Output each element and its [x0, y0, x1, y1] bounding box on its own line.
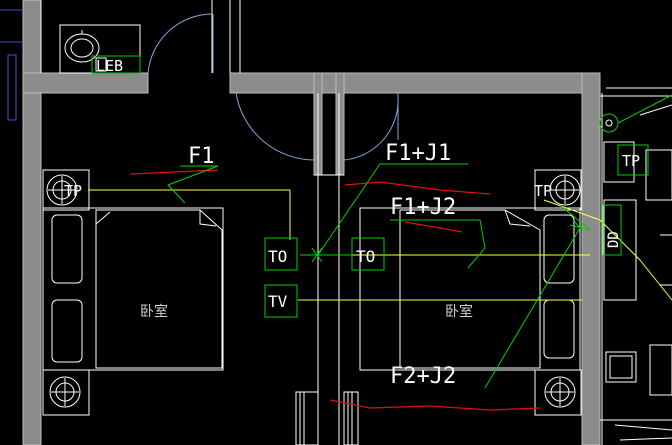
label-tp-right: TP [534, 182, 552, 200]
tp-far-right-box [617, 144, 649, 176]
left-nightstand-bottom [42, 369, 90, 416]
route-f1 [129, 169, 219, 175]
label-f1-j1: F1+J1 [385, 141, 451, 166]
door-swings [147, 13, 399, 161]
right-lamp-top [549, 174, 581, 206]
left-bed-cover [95, 209, 223, 369]
right-nightstand-top [534, 169, 582, 211]
label-to-left: TO [268, 247, 287, 266]
left-bed-frame [42, 207, 224, 371]
gas-circle-icon [599, 94, 672, 133]
to-left-box [264, 237, 298, 271]
left-lamp-bottom [49, 376, 81, 408]
label-dd: DD [606, 231, 622, 248]
left-lamp-top [46, 174, 78, 206]
route-f1-j2 [404, 221, 463, 233]
leb-label: LEB [96, 57, 123, 75]
door-arc-corridor [235, 92, 317, 161]
walls [22, 0, 601, 445]
right-nightstand-bottom [534, 369, 582, 416]
route-f1-j1 [344, 181, 491, 195]
right-lamp-bottom [544, 376, 576, 408]
leb-box [91, 55, 141, 74]
wall-top-horizontal-left [22, 72, 149, 94]
dd-box [602, 204, 622, 256]
left-bed-pillow-fold [95, 211, 111, 225]
leader-lines [167, 163, 591, 389]
label-to-right: TO [356, 247, 375, 266]
room-label-right: 卧室 [445, 303, 473, 320]
wall-top-horizontal-right [229, 72, 601, 94]
label-f1: F1 [188, 144, 215, 169]
leader-f1-j1 [317, 163, 468, 256]
cable-runs [88, 189, 672, 301]
wall-right-vertical [581, 72, 601, 445]
room-label-left: 卧室 [140, 303, 168, 320]
to-right-box [351, 237, 385, 271]
route-f2-j2 [329, 399, 541, 411]
route-marks [129, 169, 541, 411]
label-tv: TV [268, 292, 288, 311]
wall-left-vertical [22, 0, 42, 445]
left-bedroom-furniture [42, 169, 224, 416]
door-arc-top [147, 13, 214, 74]
leader-f1 [167, 165, 219, 204]
leader-f1-j2 [390, 219, 486, 269]
label-tp-far-right: TP [622, 152, 640, 170]
device-boxes [264, 144, 649, 318]
right-bed-frame [359, 207, 581, 371]
label-f1-j2: F1+J2 [390, 195, 456, 220]
structure-lines [40, 0, 672, 445]
label-f2-j2: F2+J2 [390, 364, 456, 389]
right-bedroom-furniture [359, 169, 582, 416]
right-bed-cover [399, 209, 541, 369]
wall-corridor-right-post [335, 72, 345, 176]
label-tp-left: TP [64, 182, 82, 200]
tv-box [264, 284, 298, 318]
purple-edge-lines [0, 9, 23, 121]
